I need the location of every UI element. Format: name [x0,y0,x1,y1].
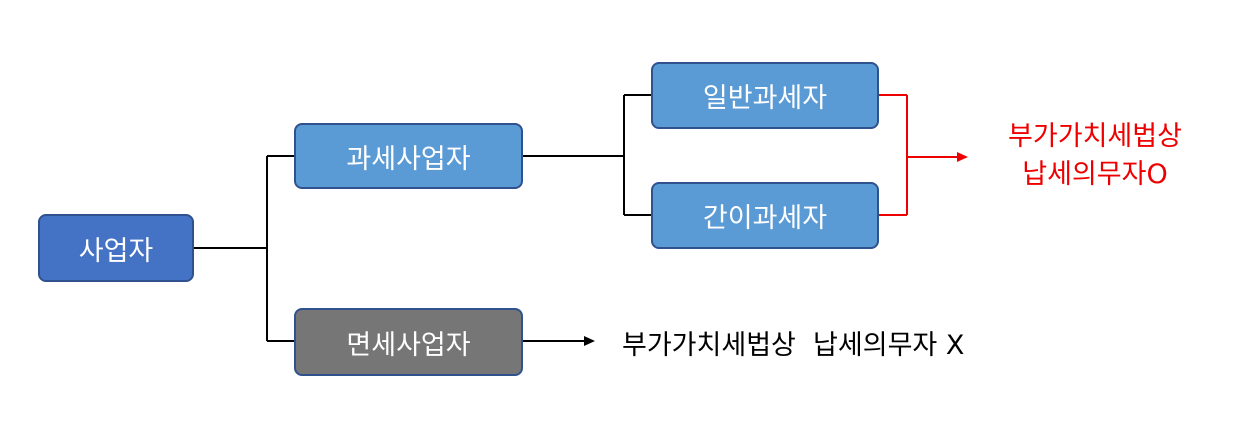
exempt-result-label: 부가가치세법상 납세의무자 X [622,330,965,361]
node-general-taxpayer: 일반과세자 [651,62,879,129]
node-exempt-business: 면세사업자 [294,308,523,376]
taxable-result-line2: 납세의무자O [1022,159,1168,190]
exempt-arrowhead [584,336,595,346]
taxable-result-line1: 부가가치세법상 [1008,121,1182,152]
red-arrowhead [957,152,968,162]
node-simplified-taxpayer: 간이과세자 [651,182,879,249]
node-business-operator: 사업자 [38,214,194,282]
node-taxable-business: 과세사업자 [294,123,523,189]
taxable-result-label: 부가가치세법상 납세의무자O [975,118,1215,194]
